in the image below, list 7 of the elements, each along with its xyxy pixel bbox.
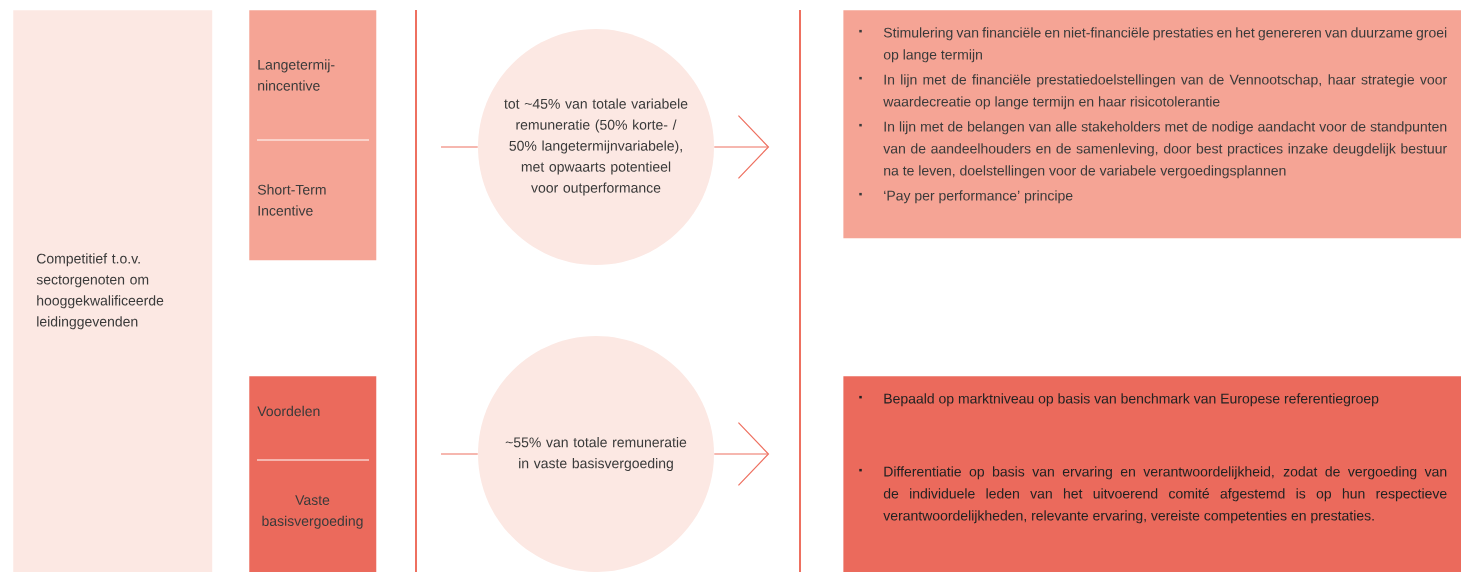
connector-line [440, 146, 479, 148]
component-box: Voordelen Vaste basisvergoeding [249, 376, 377, 572]
bullet-list-box: Stimulering van financiële en niet-financiële prestaties en het genereren van duurzame groei op lange termijn In lijn met de financiële prestatiedoelstellingen van de Vennootschap, haar strategie voor waardecreatie op lange termijn en haar risicotolerantie In lijn met de belangen van alle stakeholders met de nodige aandacht voor de standpunten van de aandeelhouders en de samenleving, door best practices inzake deugdelijk bestuur na te leven, doelstellingen voor de variabele vergoedingsplannen ‘Pay per performance’ principe [843, 10, 1461, 239]
component-box: Langetermij-nincentive Short-Term Incentive [249, 10, 377, 261]
text-panel: Competitief t.o.v. sectorgenoten om hooggekwalificeerde leidinggevenden [13, 10, 213, 572]
bullet-list-box: Bepaald op marktniveau op basis van benchmark van Europese referentiegroep Differentiatie op basis van ervaring en verantwoordelijkheid, zodat de vergoeding van de individuele leden van het uitvoerend comité afgestemd is op hun respectieve verantwoordelijkheden, relevante ervaring, vereiste competenties en prestaties. [843, 376, 1461, 572]
connector-line [440, 453, 479, 455]
